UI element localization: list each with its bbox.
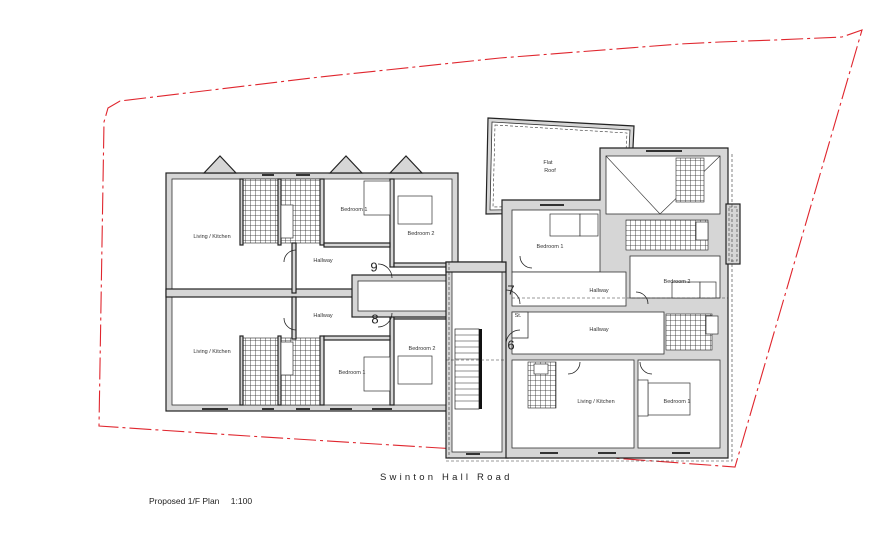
room-label-living-kitchen-6: Living / Kitchen: [577, 399, 615, 405]
room-label-hallway-8: Hallway: [313, 313, 333, 319]
room-label-bedroom2-7: Bedroom 2: [663, 279, 691, 285]
room-label-bedroom1-7: Bedroom 1: [536, 244, 564, 250]
flat-number-6: 6: [507, 337, 515, 353]
flat-number-7: 7: [507, 282, 515, 298]
right-block: [446, 117, 741, 462]
room-label-bedroom1-6: Bedroom 1: [663, 399, 691, 405]
site-boundary: [98, 29, 863, 468]
flat-roof-label-line1: Flat: [543, 160, 553, 166]
room-label-hallway-9: Hallway: [313, 258, 333, 264]
room-label-hallway-6: Hallway: [589, 327, 609, 333]
room-label-store-6: St.: [514, 313, 522, 319]
room-label-bedroom1-8: Bedroom 1: [338, 370, 366, 376]
room-label-bedroom2-9: Bedroom 2: [407, 231, 435, 237]
room-label-living-kitchen-9: Living / Kitchen: [193, 234, 231, 240]
room-label-hallway-7: Hallway: [589, 288, 609, 294]
drawing-title: Proposed 1/F Plan: [149, 496, 220, 506]
drawing-title-block: Proposed 1/F Plan 1:100: [149, 496, 252, 506]
room-label-living-kitchen-8: Living / Kitchen: [193, 349, 231, 355]
stair-core: [445, 261, 509, 459]
drawing-scale: 1:100: [230, 496, 253, 506]
road-name-label: Swinton Hall Road: [380, 472, 513, 483]
flat-number-8: 8: [371, 311, 379, 327]
room-label-bedroom2-8: Bedroom 2: [408, 346, 436, 352]
flat-number-9: 9: [370, 259, 378, 275]
left-block: [165, 155, 459, 412]
room-label-bedroom1-9: Bedroom 1: [340, 207, 368, 213]
flat-roof-label-line2: Roof: [544, 168, 556, 174]
